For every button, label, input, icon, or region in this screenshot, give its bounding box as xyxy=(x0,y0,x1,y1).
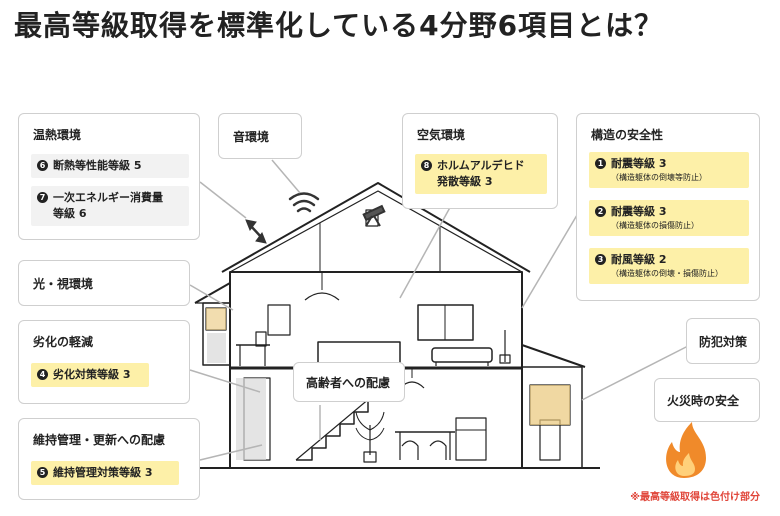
card-sound: 音環境 xyxy=(218,113,302,159)
flame-icon xyxy=(666,422,706,478)
card-fire-title: 火災時の安全 xyxy=(667,394,740,408)
item-label-line2: 等級 6 xyxy=(53,207,87,220)
card-fire: 火災時の安全 xyxy=(654,378,760,422)
item-label: 耐震等級 3 xyxy=(611,205,667,218)
card-thermal-title: 温熱環境 xyxy=(33,128,82,142)
item-maintenance-grade: 5 維持管理対策等級 3 xyxy=(31,461,179,485)
card-structure-title: 構造の安全性 xyxy=(591,128,664,142)
item-label: 維持管理対策等級 3 xyxy=(53,466,153,479)
item-sublabel: （構造躯体の倒壊・損傷防止） xyxy=(611,269,723,278)
card-structure: 構造の安全性 1 耐震等級 3 （構造躯体の倒壊等防止） 2 耐震等級 3 （構造躯… xyxy=(576,113,760,301)
main-roof xyxy=(221,182,531,273)
item-energy: 7 一次エネルギー消費量 等級 6 xyxy=(31,186,189,226)
side-roof-right xyxy=(521,344,586,368)
card-degradation: 劣化の軽減 4 劣化対策等級 3 xyxy=(18,320,190,404)
item-label: ホルムアルデヒド xyxy=(437,159,525,172)
item-sublabel: （構造躯体の倒壊等防止） xyxy=(611,173,707,182)
item-label-line2: 発散等級 3 xyxy=(437,175,493,188)
card-thermal: 温熱環境 6 断熱等性能等級 5 7 一次エネルギー消費量 等級 6 xyxy=(18,113,200,240)
number-badge: 8 xyxy=(421,160,432,171)
footnote: ※最高等級取得は色付け部分 xyxy=(630,492,760,503)
card-crime: 防犯対策 xyxy=(686,318,760,364)
card-light-title: 光・視環境 xyxy=(33,277,94,291)
number-badge: 3 xyxy=(595,254,606,265)
card-maintenance-title: 維持管理・更新への配慮 xyxy=(33,433,166,447)
card-air: 空気環境 8 ホルムアルデヒド 発散等級 3 xyxy=(402,113,558,209)
card-light: 光・視環境 xyxy=(18,260,190,306)
item-wind: 3 耐風等級 2 （構造躯体の倒壊・損傷防止） xyxy=(589,248,749,284)
card-maintenance: 維持管理・更新への配慮 5 維持管理対策等級 3 xyxy=(18,418,200,500)
side-roof-left xyxy=(194,282,231,304)
item-seismic-damage: 2 耐震等級 3 （構造躯体の損傷防止） xyxy=(589,200,749,236)
card-elderly-title: 高齢者への配慮 xyxy=(306,376,391,390)
item-degradation-grade: 4 劣化対策等級 3 xyxy=(31,363,149,387)
number-badge: 4 xyxy=(37,369,48,380)
item-sublabel: （構造躯体の損傷防止） xyxy=(611,221,699,230)
card-degradation-title: 劣化の軽減 xyxy=(33,335,94,349)
page-title: 最高等級取得を標準化している4分野6項目とは？ xyxy=(14,9,664,42)
card-sound-title: 音環境 xyxy=(233,130,270,144)
item-label: 耐風等級 2 xyxy=(611,253,667,266)
number-badge: 6 xyxy=(37,160,48,171)
card-crime-title: 防犯対策 xyxy=(699,335,748,349)
sound-wave-icon xyxy=(288,192,320,213)
number-badge: 5 xyxy=(37,467,48,478)
number-badge: 2 xyxy=(595,206,606,217)
item-label: 断熱等性能等級 5 xyxy=(53,159,142,172)
card-elderly: 高齢者への配慮 xyxy=(293,362,405,402)
item-label: 耐震等級 3 xyxy=(611,157,667,170)
number-badge: 7 xyxy=(37,192,48,203)
item-insulation: 6 断熱等性能等級 5 xyxy=(31,154,189,178)
item-label: 劣化対策等級 3 xyxy=(53,368,131,381)
number-badge: 1 xyxy=(595,158,606,169)
double-arrow-icon xyxy=(245,219,267,244)
item-label: 一次エネルギー消費量 xyxy=(53,191,163,204)
card-air-title: 空気環境 xyxy=(417,128,466,142)
item-formaldehyde: 8 ホルムアルデヒド 発散等級 3 xyxy=(415,154,547,194)
item-seismic-collapse: 1 耐震等級 3 （構造躯体の倒壊等防止） xyxy=(589,152,749,188)
telescope-icon xyxy=(362,204,386,227)
